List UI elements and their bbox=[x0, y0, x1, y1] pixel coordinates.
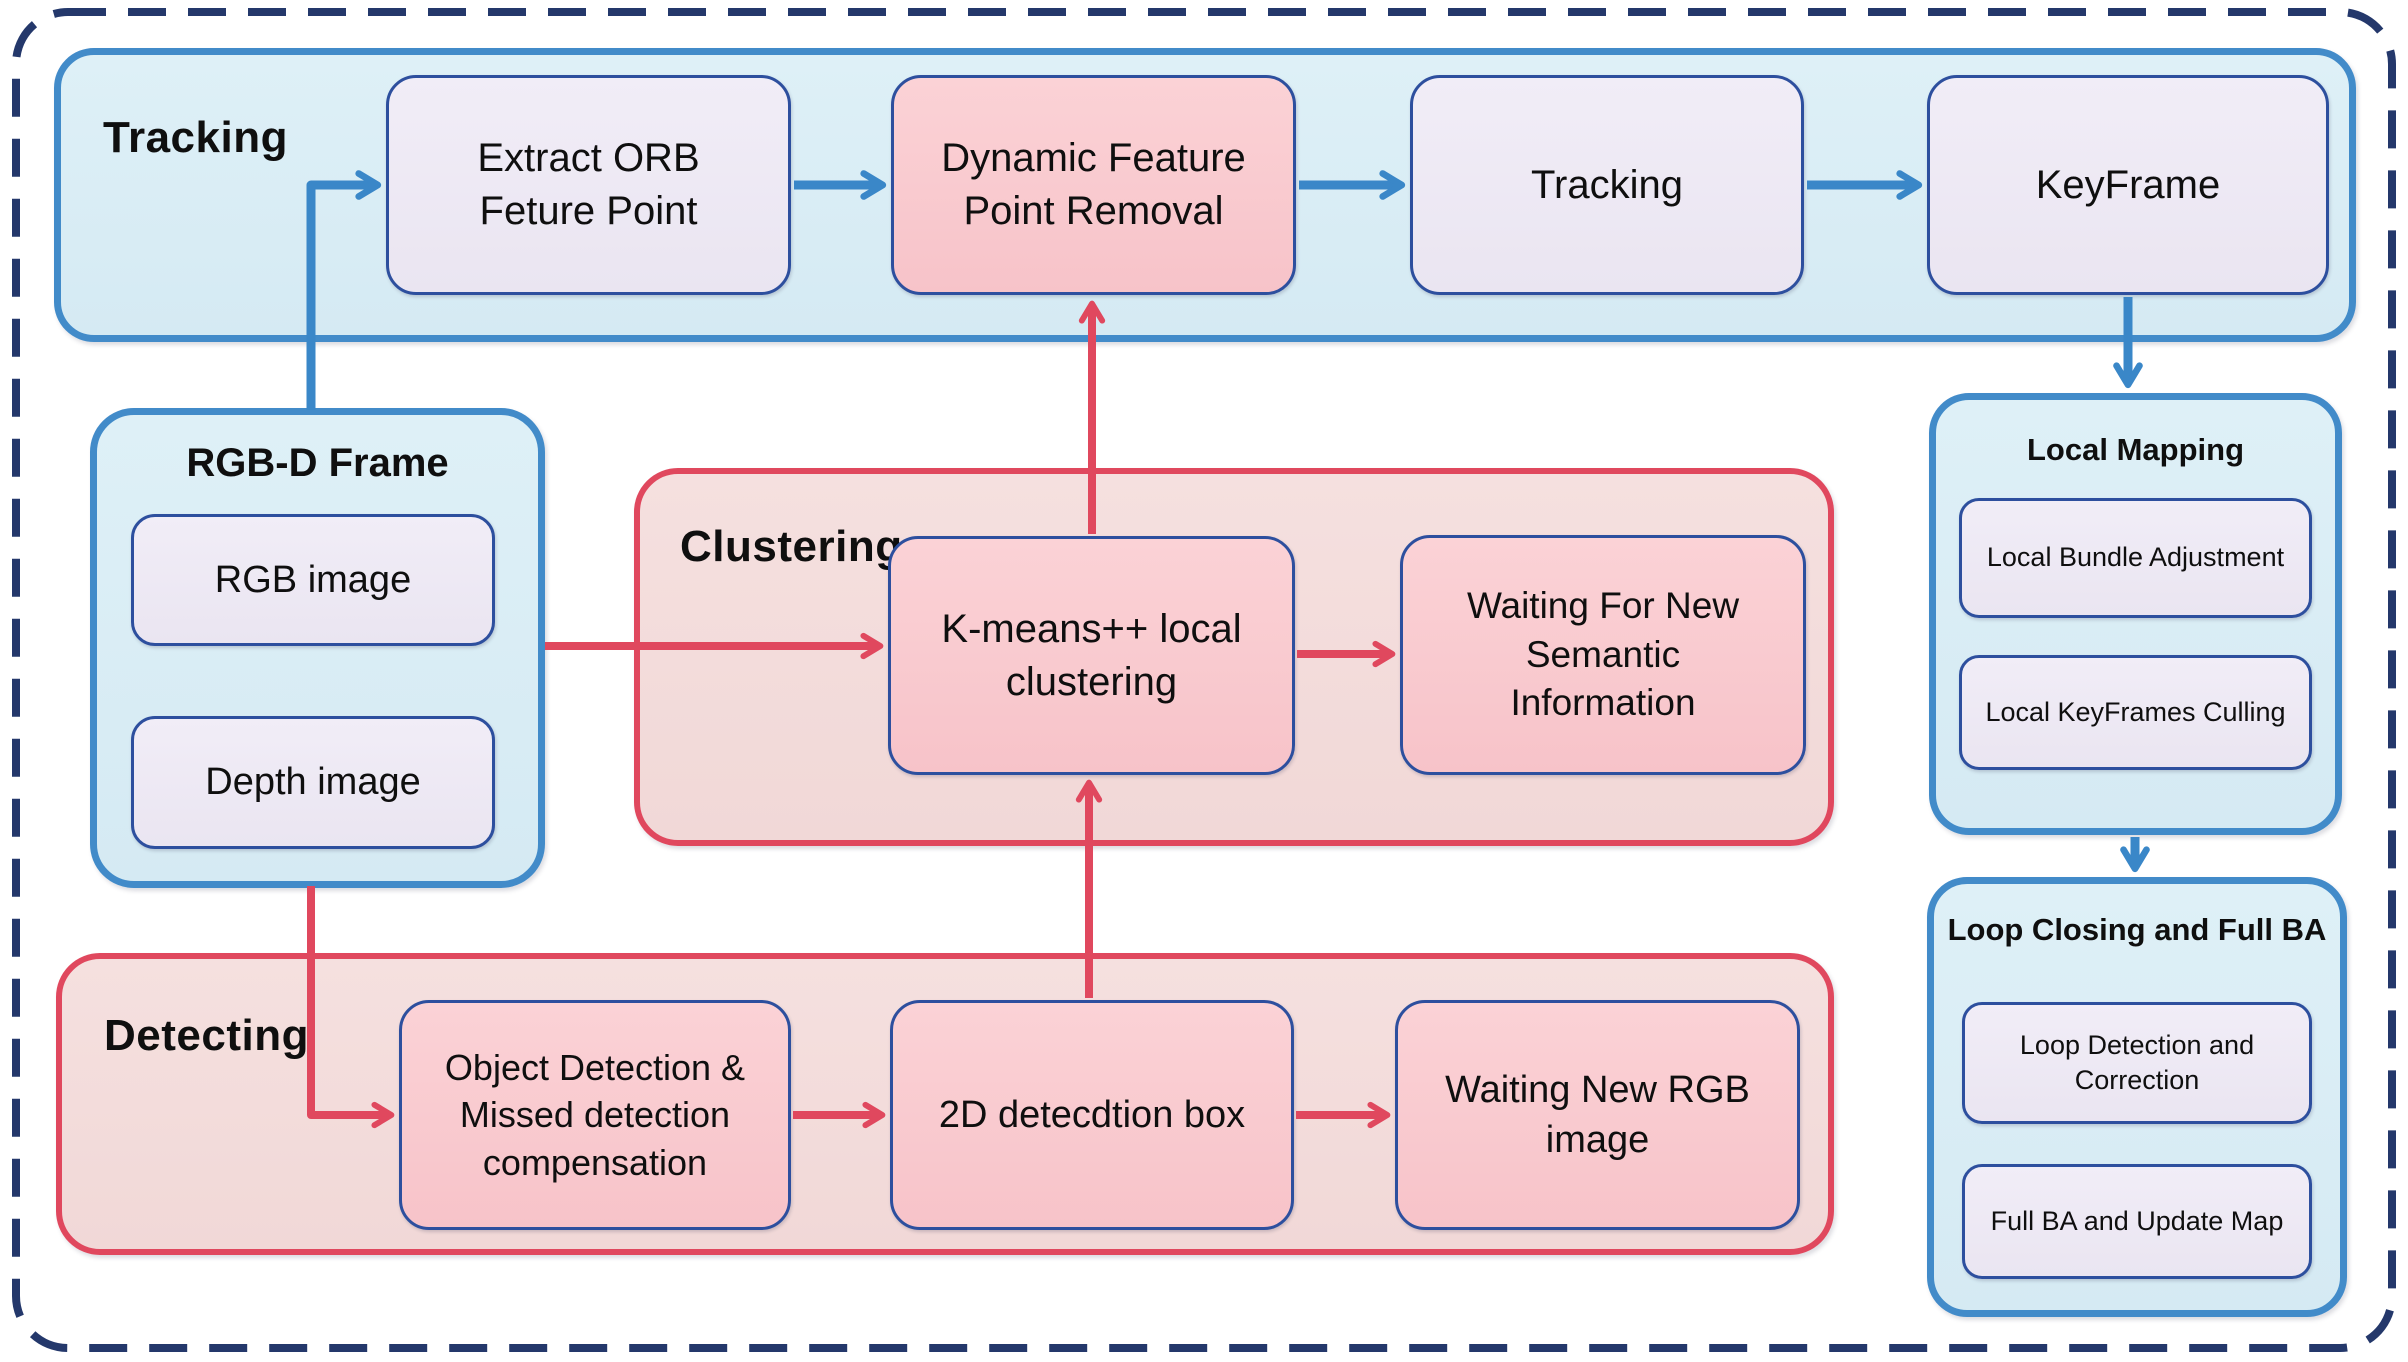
clustering-container-label: Clustering bbox=[680, 522, 903, 571]
node-waiting-semantic-information: Waiting For New Semantic Information bbox=[1400, 535, 1806, 775]
node-object-detection-compensation: Object Detection & Missed detection comp… bbox=[399, 1000, 791, 1230]
node-extract-orb-feature-point: Extract ORB Feture Point bbox=[386, 75, 791, 295]
node-tracking: Tracking bbox=[1410, 75, 1804, 295]
loop-closing-title: Loop Closing and Full BA bbox=[1947, 912, 2327, 947]
tracking-container-label: Tracking bbox=[103, 113, 288, 162]
detecting-container-label: Detecting bbox=[104, 1011, 309, 1060]
node-dynamic-feature-point-removal: Dynamic Feature Point Removal bbox=[891, 75, 1296, 295]
node-local-keyframes-culling: Local KeyFrames Culling bbox=[1959, 655, 2312, 770]
node-local-bundle-adjustment: Local Bundle Adjustment bbox=[1959, 498, 2312, 618]
node-waiting-new-rgb-image: Waiting New RGB image bbox=[1395, 1000, 1800, 1230]
node-keyframe: KeyFrame bbox=[1927, 75, 2329, 295]
node-kmeans-local-clustering: K-means++ local clustering bbox=[888, 536, 1295, 775]
node-depth-image: Depth image bbox=[131, 716, 495, 849]
node-full-ba-update-map: Full BA and Update Map bbox=[1962, 1164, 2312, 1279]
node-rgb-image: RGB image bbox=[131, 514, 495, 646]
node-2d-detection-box: 2D detecdtion box bbox=[890, 1000, 1294, 1230]
node-loop-detection-correction: Loop Detection and Correction bbox=[1962, 1002, 2312, 1124]
local-mapping-title: Local Mapping bbox=[2027, 432, 2244, 467]
rgbd-frame-title: RGB-D Frame bbox=[186, 441, 449, 485]
